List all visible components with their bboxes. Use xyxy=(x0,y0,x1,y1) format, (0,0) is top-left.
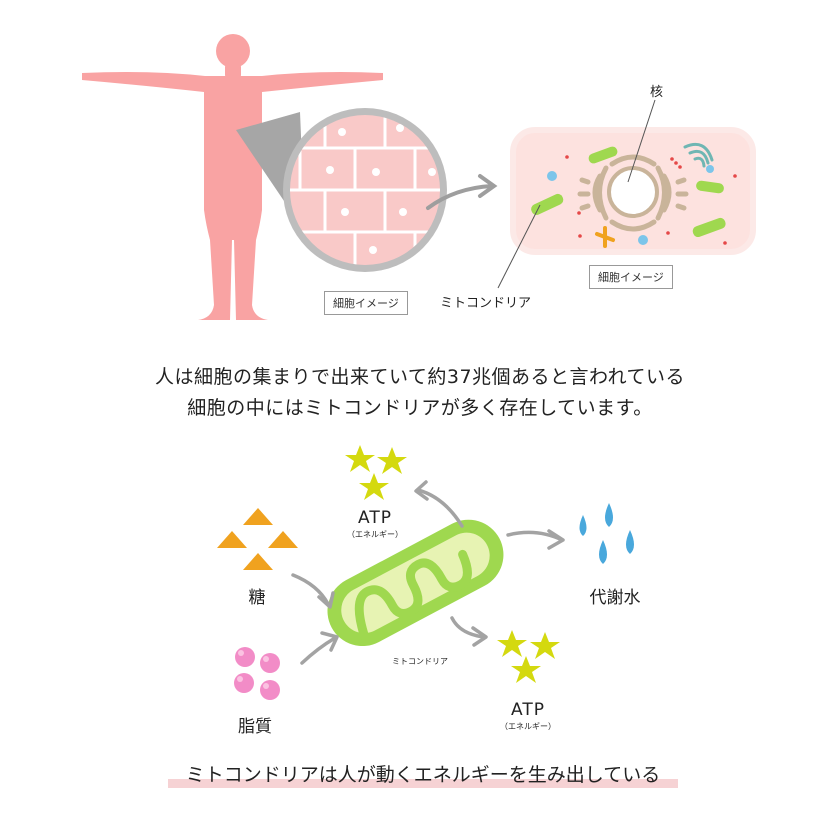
mitochondrion-shape xyxy=(696,180,724,194)
golgi-apparatus xyxy=(683,142,714,168)
water-label: 代謝水 xyxy=(589,588,641,608)
endoplasmic-reticulum xyxy=(577,154,689,232)
fat-label: 脂質 xyxy=(238,717,272,737)
atp-stars-top xyxy=(345,445,407,500)
metabolism-diagram xyxy=(217,445,634,700)
mitochondrion-shape xyxy=(588,146,618,164)
bottom-caption-text: ミトコンドリアは人が動くエネルギーを生み出している xyxy=(185,764,661,786)
zoom-arrow xyxy=(426,174,498,210)
mitochondrion xyxy=(327,519,504,647)
cell-image-label-left: 細胞イメージ xyxy=(324,291,408,315)
sugar-triangles xyxy=(217,508,298,570)
mitochondria-label: ミトコンドリア xyxy=(440,296,532,311)
atp-top-subtext: （エネルギー） xyxy=(347,530,403,539)
human-body-silhouette xyxy=(82,34,383,320)
cell-illustration xyxy=(82,34,756,320)
mitochondrion-shape xyxy=(531,193,564,215)
bottom-caption: ミトコンドリアは人が動くエネルギーを生み出している xyxy=(168,760,678,792)
atp-top-text: ATP xyxy=(358,508,392,528)
arrow-fat-to-mito xyxy=(300,636,337,665)
nucleus xyxy=(607,166,659,218)
caption-highlight xyxy=(168,779,678,788)
sugar-label: 糖 xyxy=(248,588,266,608)
centriole xyxy=(595,226,615,248)
nucleus-label: 核 xyxy=(650,85,664,100)
atp-bottom-subtext: （エネルギー） xyxy=(500,722,556,731)
cell-diagram xyxy=(497,99,756,289)
mitochondrion-label: ミトコンドリア xyxy=(392,657,448,666)
water-drops xyxy=(579,503,634,564)
cell-image-label-right: 細胞イメージ xyxy=(589,265,673,289)
atp-bottom-text: ATP xyxy=(511,700,545,720)
atp-top-label: ATP （エネルギー） xyxy=(340,508,410,540)
arrow-mito-to-atp-top xyxy=(416,488,464,528)
caption-line-2: 細胞の中にはミトコンドリアが多く存在しています。 xyxy=(187,397,653,419)
atp-stars-bottom xyxy=(497,630,560,683)
arrow-mito-to-atp-bottom xyxy=(450,616,486,639)
atp-bottom-label: ATP （エネルギー） xyxy=(493,700,563,732)
arrow-sugar-to-mito xyxy=(291,573,330,606)
mitochondrion-shape xyxy=(692,217,726,238)
caption-line-1: 人は細胞の集まりで出来ていて約37兆個あると言われている xyxy=(154,366,686,388)
flow-arrows xyxy=(291,480,565,665)
tissue-zoom-circle xyxy=(283,108,447,272)
